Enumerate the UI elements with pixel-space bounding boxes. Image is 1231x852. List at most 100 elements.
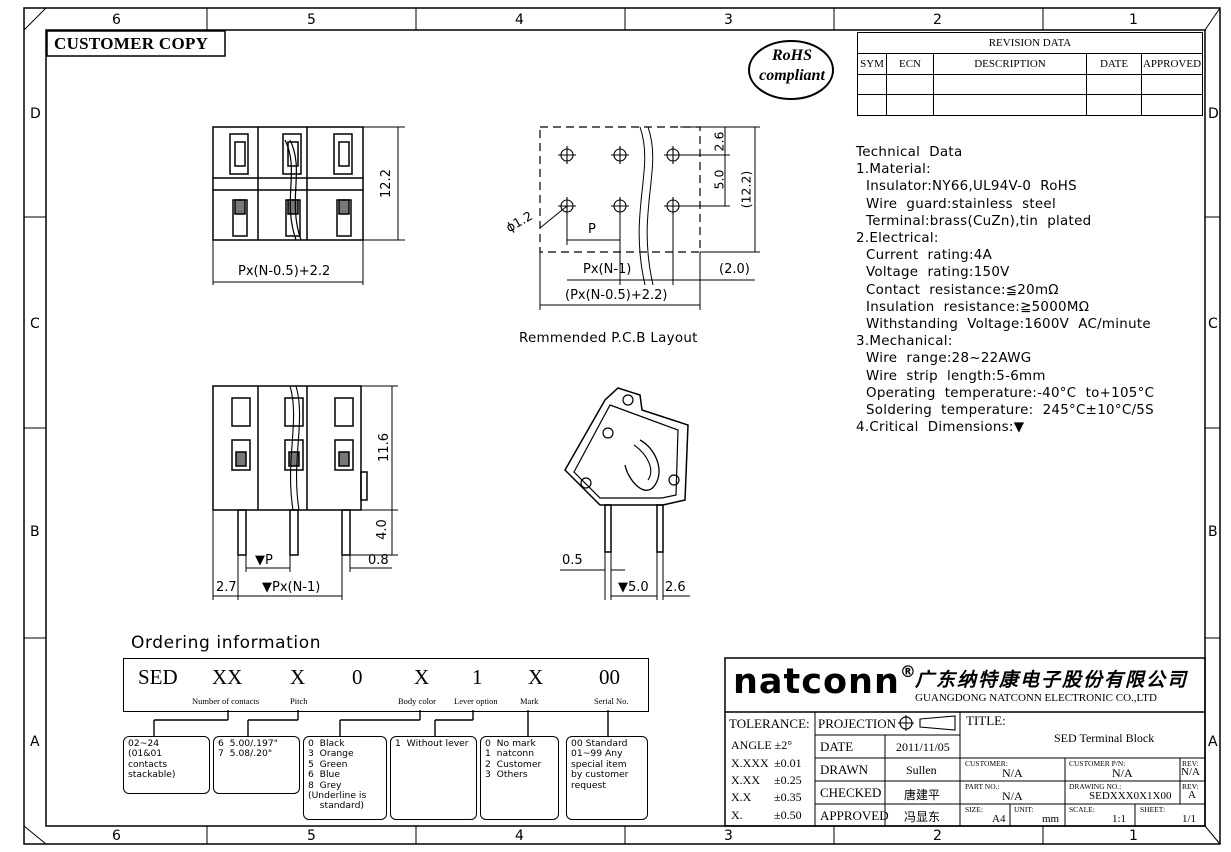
date-label: DATE [820,739,854,754]
pcb-caption: Remmended P.C.B Layout [519,331,698,346]
option-contacts: 02~24 (01&01 contacts stackable) [123,736,210,794]
tech-line: 3.Mechanical: [856,334,953,350]
tech-line: Wire range:28~22AWG [866,351,1032,367]
tech-line: Insulation resistance:≧5000MΩ [866,299,1090,315]
dim-side-27: 2.7 [216,580,237,595]
size-label: SIZE: [965,805,983,814]
option-pitch: 6 5.00/.197" 7 5.08/.20" [213,736,300,794]
row-d-left: D [30,106,41,122]
revision-title: REVISION DATA [857,32,1203,54]
scale-label: SCALE: [1069,805,1095,814]
dim-front-height: 12.2 [378,169,394,198]
rev-value-2: A [1188,789,1196,801]
option-mark: 0 No mark 1 natconn 2 Customer 3 Others [480,736,559,820]
drawing-no-value: SEDXXX0X1X00 [1089,790,1172,802]
tol-k-3: X. [731,808,743,822]
label-serial: Serial No. [594,696,629,706]
row-c-left: C [30,316,40,332]
tol-v-0: ±0.01 [774,756,802,770]
tol-k-1: X.XX [731,773,760,787]
rev-col-sym: SYM [857,52,887,75]
scale-value: 1:1 [1112,813,1127,825]
rev-col-date: DATE [1086,52,1142,75]
top-col-2: 2 [933,12,942,28]
bottom-col-5: 5 [307,828,316,844]
tech-line: Voltage rating:150V [866,265,1010,281]
size-value: A4 [992,813,1006,825]
tech-line: 2.Electrical: [856,231,939,247]
option-serial: 00 Standard 01~99 Any special item by cu… [566,736,648,820]
dim-iso-05: 0.5 [562,553,583,568]
bottom-col-3: 3 [724,828,733,844]
dim-side-pxn1: ▼Px(N-1) [262,580,321,595]
top-col-6: 6 [112,12,121,28]
row-a-right: A [1208,734,1218,750]
option-lever: 1 Without lever [390,736,477,820]
rev-col-ecn: ECN [886,52,934,75]
company-name-cn: 广东纳特康电子股份有限公司 [915,669,1189,691]
customer-copy-label: CUSTOMER COPY [54,34,209,53]
tech-line: Withstanding Voltage:1600V AC/minute [866,317,1151,333]
revision-table: REVISION DATA SYM ECN DESCRIPTION DATE A… [857,32,1203,116]
tech-line: Terminal:brass(CuZn),tin plated [866,213,1092,229]
checked-value: 唐建平 [904,788,941,802]
tech-line: Contact resistance:≦20mΩ [866,282,1059,298]
bottom-col-2: 2 [933,828,942,844]
rohs-line1: RoHS [771,47,812,64]
label-contacts: Number of contacts [192,696,260,706]
dim-pcb-20: (2.0) [719,262,750,277]
row-b-left: B [30,524,40,540]
rev-col-approved: APPROVED [1141,52,1203,75]
tol-v-2: ±0.35 [774,790,802,804]
label-pitch: Pitch [290,696,308,706]
top-col-5: 5 [307,12,316,28]
logo-text: natconn [733,662,900,702]
approved-label: APPROVED [820,808,889,823]
top-col-1: 1 [1129,12,1138,28]
label-mark: Mark [520,696,539,706]
dim-side-p: ▼P [255,553,273,568]
dim-pcb-p: P [588,222,596,237]
drawing-no-label: DRAWING NO.: [1069,782,1122,791]
title-label: TITLE: [966,713,1006,728]
dim-front-width: Px(N-0.5)+2.2 [238,264,331,279]
unit-label: UNIT: [1014,805,1034,814]
bottom-col-6: 6 [112,828,121,844]
tech-line: 1.Material: [856,162,931,178]
company-name-en: GUANGDONG NATCONN ELECTRONIC CO.,LTD [915,692,1157,704]
logo-reg: ® [899,662,917,681]
drawn-value: Sullen [906,763,937,777]
sheet-value: 1/1 [1182,813,1197,825]
checked-label: CHECKED [820,785,882,800]
tol-k-0: X.XXX [731,756,769,770]
tech-line: Technical Data [856,145,963,160]
rev-value-1: N/A [1181,766,1200,778]
top-col-3: 3 [724,12,733,28]
tech-line: Soldering temperature: 245°C±10°C/5S [866,403,1154,419]
angle-tolerance: ANGLE ±2° [731,738,793,752]
dim-pcb-122: (12.2) [738,170,754,209]
dim-side-116: 11.6 [376,433,392,462]
rohs-badge: RoHS compliant [752,46,832,86]
tech-line: Current rating:4A [866,248,993,264]
drawing-title: SED Terminal Block [1054,731,1155,745]
bottom-col-4: 4 [515,828,524,844]
dim-iso-26: 2.6 [665,580,686,595]
dim-pcb-26: 2.6 [711,131,727,152]
dim-pcb-total: (Px(N-0.5)+2.2) [565,288,668,303]
row-a-left: A [30,734,40,750]
code-lever: 1 [472,665,483,689]
code-body-color: X [414,665,430,689]
part-label: PART NO.: [965,782,1000,791]
code-mark: X [528,665,544,689]
drawn-label: DRAWN [820,762,869,777]
code-sed: SED [138,665,178,689]
ordering-title: Ordering information [131,633,322,653]
row-d-right: D [1208,106,1219,122]
label-body-color: Body color [398,696,437,706]
label-lever: Lever option [454,696,498,706]
dim-side-40: 4.0 [374,519,390,540]
row-b-right: B [1208,524,1218,540]
